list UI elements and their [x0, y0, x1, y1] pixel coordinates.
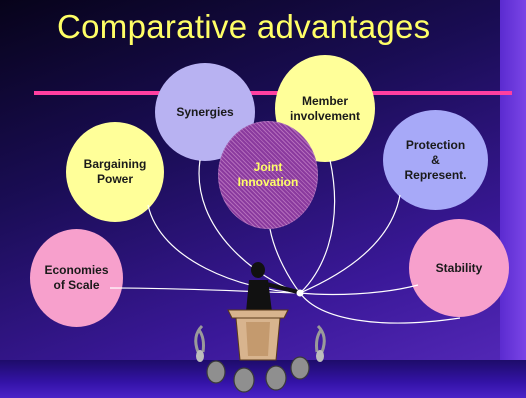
bubble-label: Bargaining Power: [83, 157, 147, 186]
bubble-joint-innovation: Joint Innovation: [218, 121, 318, 229]
bubble-protection-representation: Protection & Represent.: [383, 110, 488, 210]
bottom-accent-band: [0, 360, 526, 398]
string-economies: [109, 287, 301, 294]
string-protection: [299, 194, 401, 294]
bubble-economies-of-scale: Economies of Scale: [30, 229, 123, 327]
bubble-label: Stability: [435, 260, 483, 275]
bubble-label: Synergies: [176, 104, 234, 119]
bubble-member-involvement: Member involvement: [275, 55, 375, 162]
balloon-strings: [109, 159, 461, 324]
right-accent-band: [500, 0, 526, 360]
speaker-at-podium-icon: [227, 262, 304, 361]
string-loop: [299, 292, 461, 324]
title-divider: [34, 91, 512, 95]
bubble-label: Joint Innovation: [237, 160, 299, 189]
bubble-label: Protection & Represent.: [404, 137, 467, 182]
string-joint: [269, 228, 301, 294]
bubble-label: Member involvement: [289, 93, 361, 123]
string-stability: [299, 284, 419, 296]
string-bargaining: [147, 204, 301, 294]
string-member: [299, 159, 336, 294]
bubble-label: Economies of Scale: [44, 263, 109, 292]
audience-icon: [194, 324, 326, 393]
slide-title: Comparative advantages: [57, 8, 431, 45]
bubble-stability: Stability: [409, 219, 509, 317]
